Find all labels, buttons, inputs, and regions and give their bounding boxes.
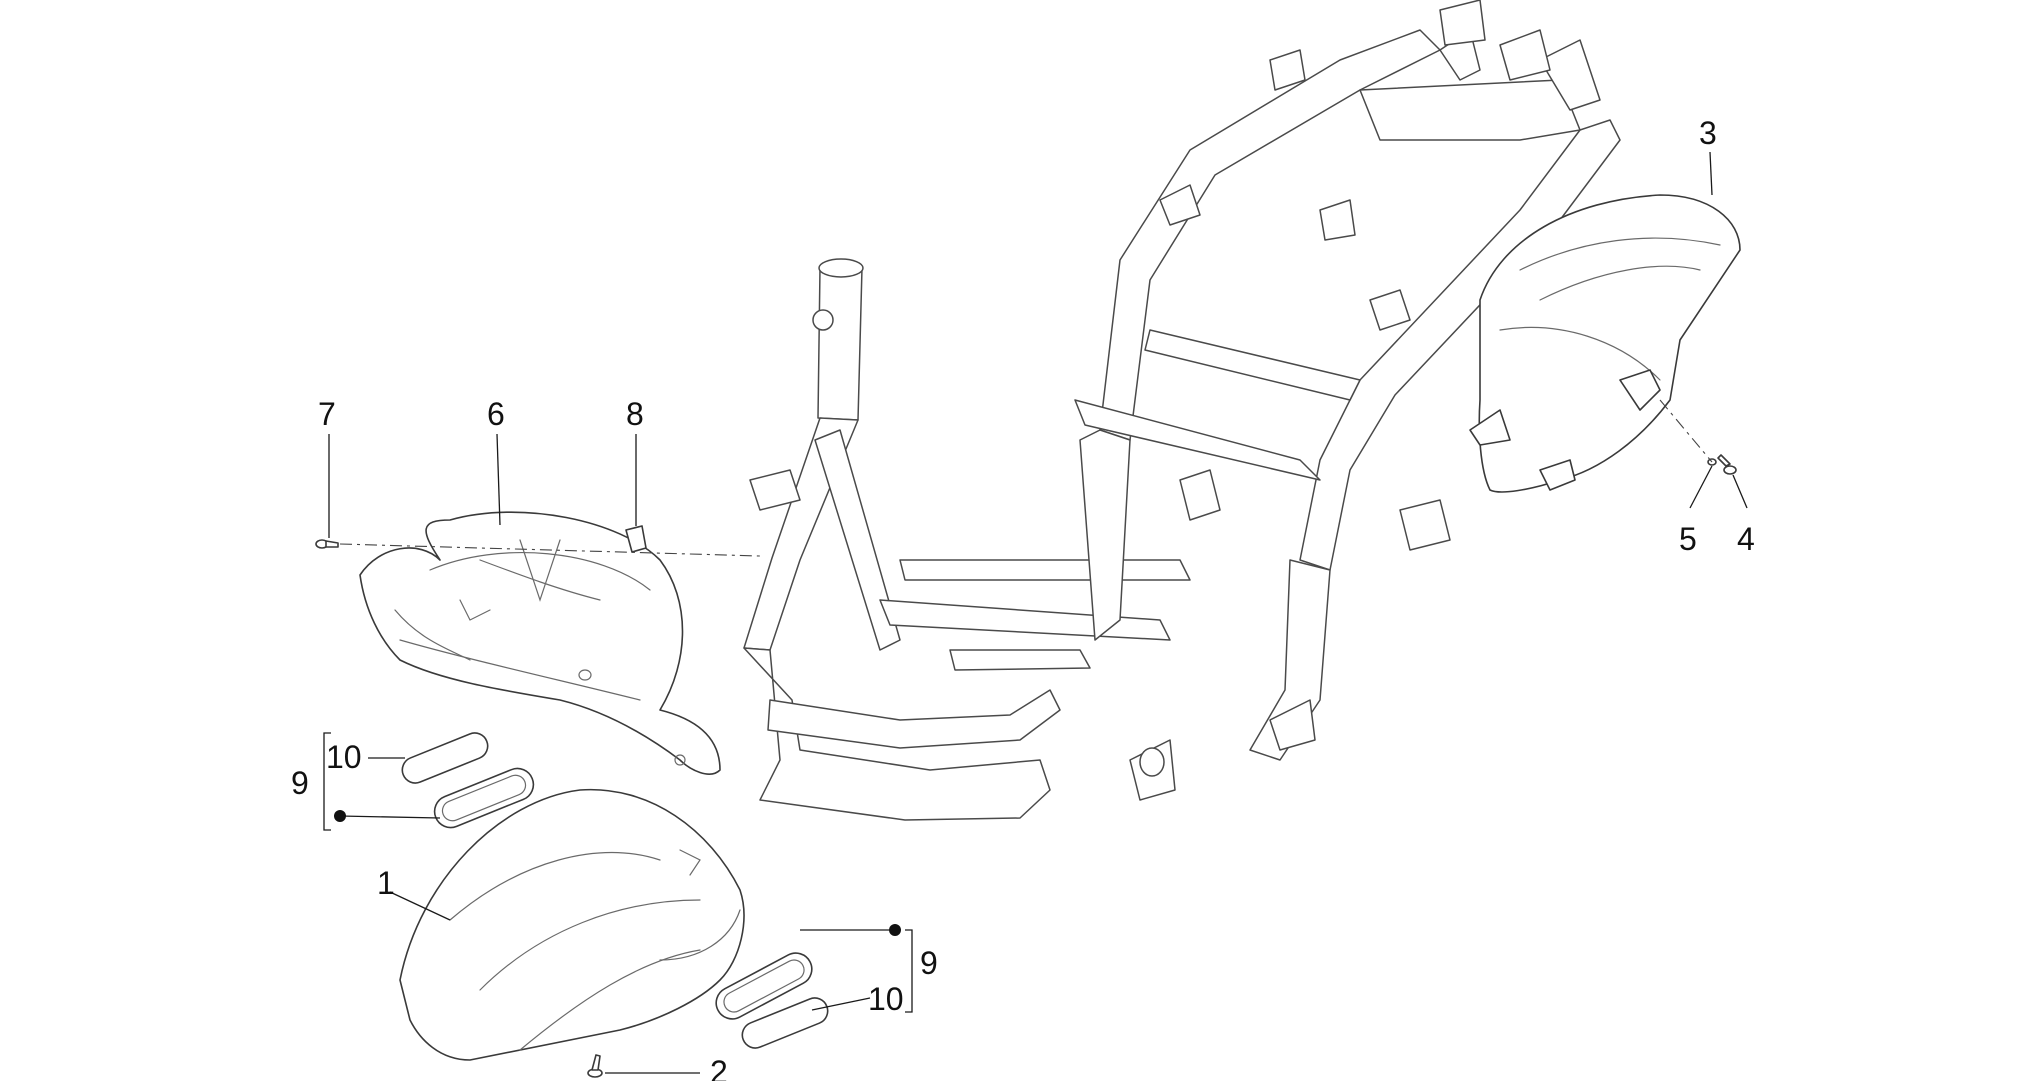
reflector-top-small <box>401 732 489 784</box>
callout-2: 2 <box>710 1054 728 1081</box>
callout-7: 7 <box>318 396 336 432</box>
callout-3: 3 <box>1699 115 1717 151</box>
reflector-bottom-large <box>715 952 813 1020</box>
callout-8: 8 <box>626 396 644 432</box>
callout-5: 5 <box>1679 521 1697 557</box>
assembly-axis-right <box>1659 399 1713 463</box>
callout-6: 6 <box>487 396 505 432</box>
callout-4: 4 <box>1737 521 1755 557</box>
inner-wheel-housing <box>359 511 721 775</box>
callout-10-bottom: 10 <box>868 981 904 1017</box>
rear-mudguard <box>1469 194 1741 493</box>
kit-marker-dot-top <box>334 810 346 822</box>
screw-7 <box>315 539 339 549</box>
callout-1: 1 <box>377 865 395 901</box>
reflector-bottom-small <box>741 997 829 1049</box>
leader-lines <box>323 151 1748 1074</box>
front-mudguard <box>399 788 745 1061</box>
callout-10-top: 10 <box>326 739 362 775</box>
callout-9-top: 9 <box>291 765 309 801</box>
screw-4 <box>1717 454 1737 475</box>
kit-marker-dot-bottom <box>889 924 901 936</box>
clip-nut-8 <box>625 525 647 553</box>
screw-2 <box>587 1054 603 1078</box>
assembly-axis-left <box>339 543 761 557</box>
callout-9-bottom: 9 <box>920 945 938 981</box>
